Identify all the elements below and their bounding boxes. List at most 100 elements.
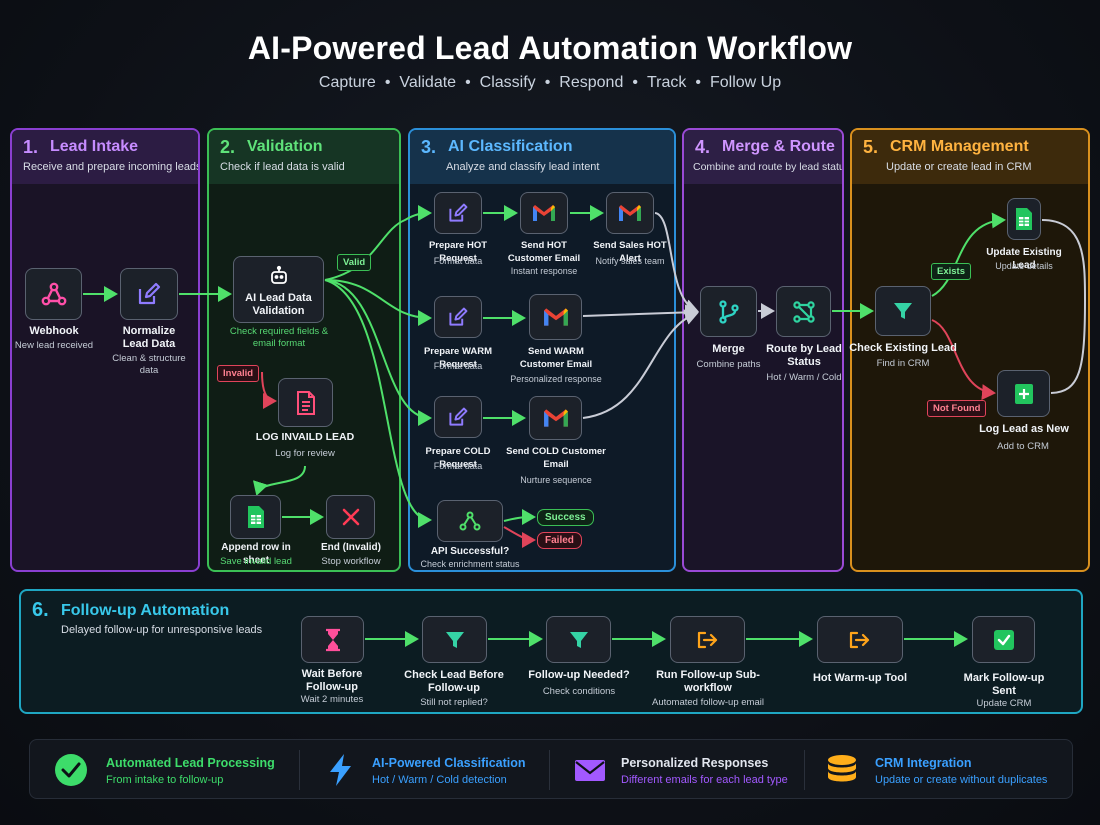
step-respond: Respond [559,74,624,91]
check-circle-icon [55,754,87,786]
panel-description: Combine and route by lead status [693,161,844,173]
webhook-node[interactable] [25,268,82,320]
node-subtitle: New lead received [14,340,94,351]
step-validate: Validate [399,74,457,91]
api-check-node[interactable] [437,500,503,542]
panel-title: Validation [247,138,323,155]
feature-description: From intake to follow-up [106,774,224,786]
node-label: Follow-up Needed? [528,669,630,681]
document-icon [296,390,315,415]
node-label: Log Lead as New [979,423,1069,435]
end-invalid-node[interactable] [326,495,375,539]
hourglass-icon [325,628,340,651]
merge-node[interactable] [700,286,757,337]
feature-description: Hot / Warm / Cold detection [372,774,507,786]
node-label: Update Existing Lead [986,247,1062,271]
panel-title: CRM Management [890,138,1029,155]
node-label: Send Sales HOT Alert [593,240,667,264]
merge-icon [718,299,739,324]
node-label: Prepare WARM Request [423,346,493,370]
node-subtitle: Stop workflow [321,556,381,567]
database-icon [828,755,856,782]
node-label: Route by Lead Status [766,343,842,368]
node-label: Check Lead Before Follow-up [404,669,504,694]
node-subtitle: Update CRM [976,698,1032,709]
node-label: Prepare COLD Request [425,446,491,470]
feature-description: Update or create without duplicates [875,774,1048,786]
add-icon [1014,383,1033,404]
panel-description: Analyze and classify lead intent [446,161,600,173]
success-branch-tag: Success [537,509,594,526]
panel-description: Update or create lead in CRM [886,161,1032,173]
hot-warmup-node[interactable] [817,616,903,663]
robot-icon [270,265,287,284]
run-subworkflow-node[interactable] [670,616,745,663]
check-existing-node[interactable] [875,286,931,336]
panel-number: 6. [32,599,49,621]
followup-needed-node[interactable] [546,616,611,663]
filter-icon [894,303,912,319]
feature-title: Automated Lead Processing [106,756,275,770]
panel-description: Receive and prepare incoming leads [23,161,200,173]
log-new-lead-node[interactable] [997,370,1050,417]
node-subtitle: Nurture sequence [520,475,592,485]
close-icon [342,508,359,526]
node-subtitle: Wait 2 minutes [300,694,364,705]
send-sales-alert-node[interactable] [606,192,654,234]
node-label: Check Existing Lead [849,342,957,354]
prepare-cold-node[interactable] [434,396,482,438]
node-subtitle: Hot / Warm / Cold [766,372,842,383]
prepare-hot-node[interactable] [434,192,482,234]
node-label: Normalize Lead Data [122,325,176,350]
node-label: Hot Warm-up Tool [812,672,908,684]
node-label: Send WARM Customer Email [519,346,593,370]
node-subtitle: Log for review [275,448,335,459]
exists-branch-tag: Exists [931,263,971,280]
node-label: Wait Before Follow-up [301,668,363,693]
route-node[interactable] [776,286,831,337]
mark-followup-sent-node[interactable] [972,616,1035,663]
route-icon [792,300,815,323]
run-workflow-icon [697,631,717,648]
node-label: Webhook [29,325,79,337]
feature-title: Personalized Responses [621,756,769,770]
step-summary: Capture•Validate•Classify•Respond•Track•… [318,74,782,91]
node-label: Append row in sheet [221,542,291,566]
log-invalid-node[interactable] [278,378,333,427]
ai-validation-node[interactable] [233,256,324,323]
prepare-warm-node[interactable] [434,296,482,338]
webhook-icon [41,282,66,306]
branch-icon [459,511,481,531]
update-existing-node[interactable] [1007,198,1041,240]
spreadsheet-icon [1016,208,1032,230]
panel-title: Follow-up Automation [61,602,230,619]
node-subtitle: Automated follow-up email [652,697,764,708]
gmail-icon [543,409,568,427]
normalize-node[interactable] [120,268,178,320]
check-before-followup-node[interactable] [422,616,487,663]
panel-lead-intake: 1. Lead Intake Receive and prepare incom… [10,128,200,572]
send-cold-email-node[interactable] [529,396,582,440]
divider [804,750,805,790]
edit-icon [138,282,161,305]
gmail-icon [533,205,555,221]
send-warm-email-node[interactable] [529,294,582,340]
node-subtitle: Instant response [510,266,578,276]
append-row-node[interactable] [230,495,281,539]
node-subtitle: Format data [433,361,483,371]
node-subtitle: Still not replied? [420,697,488,708]
node-label: LOG INVAILD LEAD [255,431,355,443]
node-label: Merge [712,343,745,355]
panel-number: 5. [863,137,879,157]
spreadsheet-icon [247,506,264,528]
feature-title: AI-Powered Classification [372,756,526,770]
edit-icon [449,307,468,326]
node-subtitle: Format data [433,461,483,471]
feature-personalized-responses: Personalized Responses Different emails … [573,740,803,800]
wait-node[interactable] [301,616,364,663]
filter-icon [445,631,464,648]
node-subtitle: Clean & structure data [112,353,186,376]
node-subtitle: Notify sales team [595,256,665,266]
node-label: AI Lead Data Validation [245,292,312,317]
send-hot-email-node[interactable] [520,192,568,234]
